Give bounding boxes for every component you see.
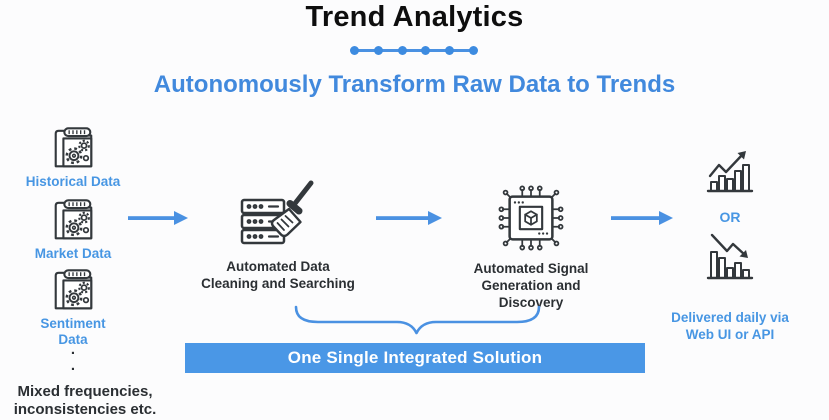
stage-label-line1: Automated Data (226, 259, 330, 274)
delivery-note: Delivered daily via Web UI or API (660, 309, 800, 343)
underbrace-icon (294, 305, 541, 335)
stage-signal-generation: Automated Signal Generation and Discover… (448, 184, 614, 311)
or-label: OR (719, 209, 741, 225)
stage-label-line1: Automated Signal (473, 261, 589, 276)
source-label: Market Data (34, 246, 112, 261)
server-broom-icon (195, 180, 361, 252)
sources-note: Mixed frequencies, inconsistencies etc. (0, 383, 170, 419)
flow-arrow-icon (376, 211, 442, 225)
divider-dot (397, 46, 407, 55)
output-chart-up (660, 145, 800, 200)
source-item-historical: Historical Data (8, 126, 138, 190)
flow-arrow-icon (611, 211, 673, 225)
output-chart-down (660, 228, 800, 287)
page-title: Trend Analytics (305, 1, 524, 33)
divider-dot (469, 46, 478, 55)
more-sources-dot: . (70, 357, 76, 374)
source-label: Data (58, 332, 88, 347)
divider-dot (350, 46, 359, 55)
source-label: Historical Data (25, 174, 121, 189)
integrated-solution-banner: One Single Integrated Solution (185, 343, 645, 373)
source-label: Sentiment (40, 316, 106, 331)
folder-gears-icon (54, 269, 93, 310)
dotted-divider (350, 45, 478, 56)
folder-gears-icon (54, 127, 93, 168)
bar-chart-down-icon (706, 233, 754, 280)
divider-dot (445, 46, 455, 55)
source-item-market: Market Data (8, 198, 138, 262)
delivery-line2: Web UI or API (685, 327, 775, 342)
flow-arrow-icon (128, 211, 188, 225)
source-item-sentiment: Sentiment Data (8, 268, 138, 348)
delivery-line1: Delivered daily via (671, 310, 789, 325)
chip-icon (448, 184, 614, 252)
stage-label-line2: Cleaning and Searching (201, 276, 355, 291)
banner-label: One Single Integrated Solution (287, 348, 543, 367)
divider-dot (373, 46, 383, 55)
sources-note-line1: Mixed frequencies, (17, 383, 153, 400)
folder-gears-icon (54, 199, 93, 240)
stage-data-cleaning: Automated Data Cleaning and Searching (195, 180, 361, 292)
more-sources-dot: . (70, 341, 76, 358)
divider-line (354, 49, 474, 52)
sources-note-line2: inconsistencies etc. (13, 401, 157, 418)
bar-chart-up-icon (706, 151, 754, 193)
divider-dot (421, 46, 431, 55)
stage-label-line2: Generation and Discovery (481, 278, 581, 310)
page-subtitle: Autonomously Transform Raw Data to Trend… (153, 71, 676, 98)
